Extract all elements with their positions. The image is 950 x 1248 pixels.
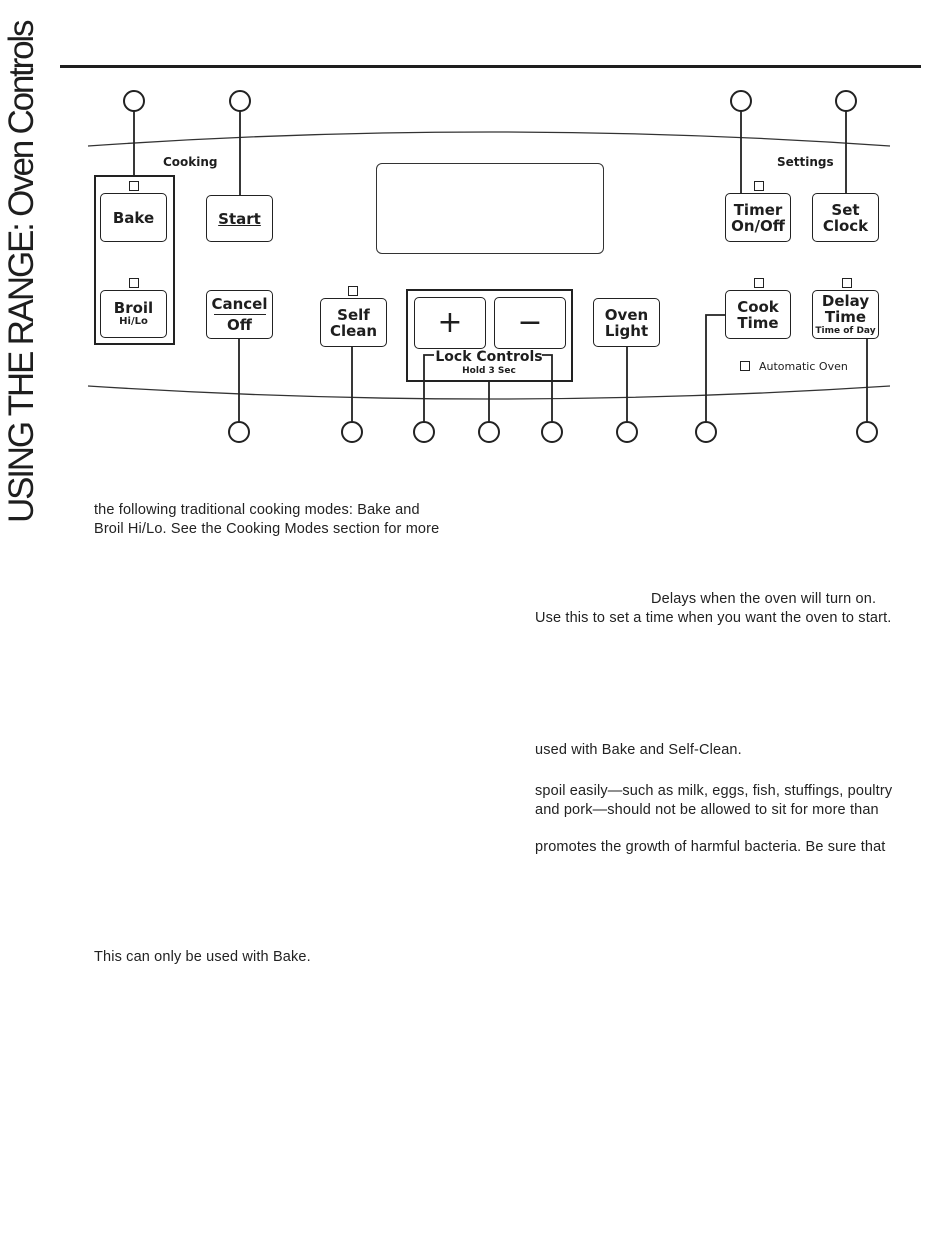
callout-self-clean <box>341 421 363 443</box>
callout-delay-time <box>856 421 878 443</box>
cooking-group-box <box>94 175 175 345</box>
callout-minus <box>541 421 563 443</box>
start-button-label: Start <box>218 209 261 228</box>
callout-timer <box>730 90 752 112</box>
cancel-label: Cancel <box>211 295 268 313</box>
oven-light-button[interactable]: Oven Light <box>593 298 660 347</box>
callout-bake <box>123 90 145 112</box>
callout-oven-light <box>616 421 638 443</box>
delay-time-label: Time <box>824 307 867 326</box>
callout-set-clock <box>835 90 857 112</box>
broil-button-sublabel: Hi/Lo <box>119 316 148 327</box>
panel-lines <box>87 111 891 422</box>
oven-control-panel-diagram: Cooking Settings Bake Broil Hi/Lo Start … <box>0 0 950 480</box>
delay-label: Delay <box>821 291 870 310</box>
bake-button[interactable]: Bake <box>100 193 167 242</box>
off-label: Off <box>227 316 252 334</box>
bake-indicator-light <box>129 181 139 191</box>
clean-label: Clean <box>329 321 378 340</box>
cook-label: Cook <box>737 297 779 316</box>
left-text-line-3: This can only be used with Bake. <box>94 949 311 965</box>
broil-button[interactable]: Broil Hi/Lo <box>100 290 167 338</box>
self-clean-indicator-light <box>348 286 358 296</box>
right-text-line-4: spoil easily—such as milk, eggs, fish, s… <box>535 783 893 799</box>
callout-cook-time <box>695 421 717 443</box>
broil-button-label: Broil <box>113 299 154 317</box>
cancel-off-button[interactable]: Cancel Off <box>206 290 273 339</box>
on-off-label: On/Off <box>731 216 785 235</box>
delay-time-button[interactable]: Delay Time Time of Day <box>812 290 879 339</box>
lock-controls-label: Lock Controls Hold 3 Sec <box>406 349 572 377</box>
right-text-line-2: Use this to set a time when you want the… <box>535 610 892 626</box>
right-text-line-1: Delays when the oven will turn on. <box>651 591 877 607</box>
automatic-oven-label: Automatic Oven <box>759 360 848 373</box>
plus-icon: + <box>437 305 463 340</box>
timer-indicator-light <box>754 181 764 191</box>
start-button[interactable]: Start <box>206 195 273 242</box>
right-text-line-3: used with Bake and Self-Clean. <box>535 742 742 758</box>
minus-icon: − <box>517 305 543 340</box>
set-label: Set <box>831 200 860 219</box>
cancel-off-divider <box>213 314 266 315</box>
time-of-day-label: Time of Day <box>815 325 876 336</box>
cooking-label: Cooking <box>163 155 218 169</box>
callout-start <box>229 90 251 112</box>
right-text-line-5: and pork—should not be allowed to sit fo… <box>535 802 879 818</box>
settings-label: Settings <box>777 155 834 169</box>
left-text-line-2: Broil Hi/Lo. See the Cooking Modes secti… <box>94 521 440 537</box>
display-window <box>376 163 604 254</box>
cook-time-label: Time <box>737 313 779 332</box>
lock-controls-title: Lock Controls <box>435 349 543 365</box>
delay-time-indicator-light <box>842 278 852 288</box>
bake-button-label: Bake <box>112 208 155 227</box>
right-text-line-6: promotes the growth of harmful bacteria.… <box>535 839 886 855</box>
cook-time-button[interactable]: Cook Time <box>725 290 791 339</box>
self-clean-button[interactable]: Self Clean <box>320 298 387 347</box>
cook-time-indicator-light <box>754 278 764 288</box>
minus-button[interactable]: − <box>494 297 566 349</box>
oven-label: Oven <box>604 305 649 324</box>
callout-plus <box>413 421 435 443</box>
lock-controls-hold: Hold 3 Sec <box>462 366 516 376</box>
timer-on-off-button[interactable]: Timer On/Off <box>725 193 791 242</box>
broil-indicator-light <box>129 278 139 288</box>
light-label: Light <box>604 321 649 340</box>
self-label: Self <box>337 305 370 324</box>
automatic-oven-indicator-light <box>740 361 750 371</box>
callout-lock-controls <box>478 421 500 443</box>
lock-controls-group-box <box>406 289 573 382</box>
left-text-line-1: the following traditional cooking modes:… <box>94 502 420 518</box>
clock-label: Clock <box>822 216 869 235</box>
plus-button[interactable]: + <box>414 297 486 349</box>
timer-label: Timer <box>733 200 783 219</box>
set-clock-button[interactable]: Set Clock <box>812 193 879 242</box>
top-rule <box>60 65 921 68</box>
callout-cancel <box>228 421 250 443</box>
